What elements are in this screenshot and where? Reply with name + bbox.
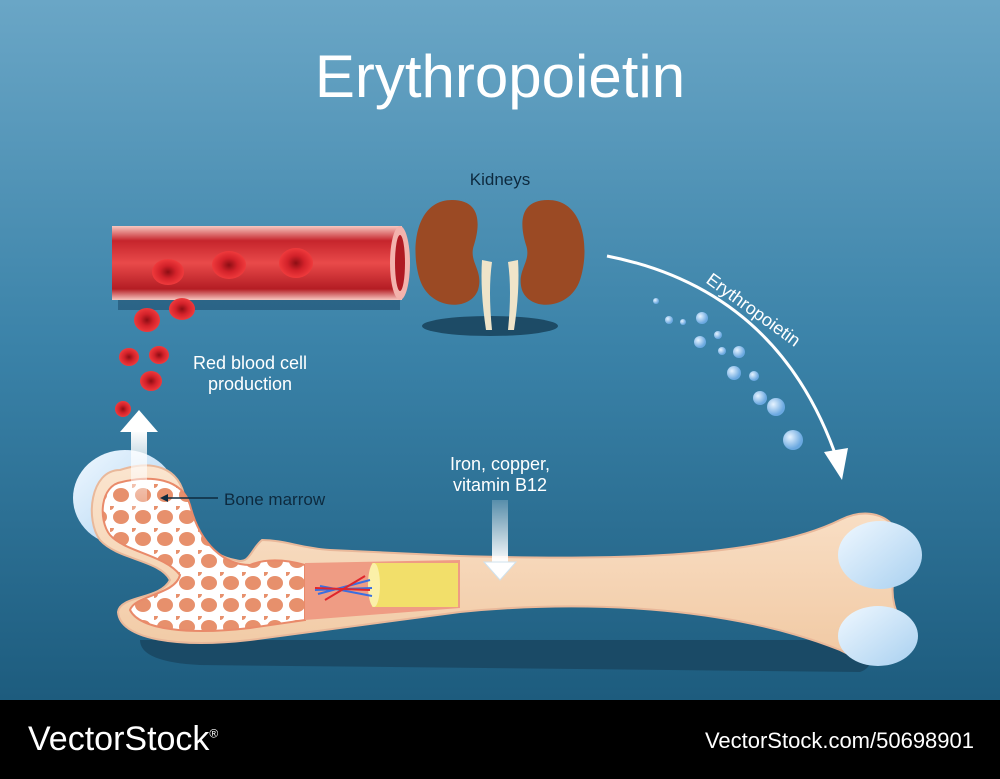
red-blood-cell bbox=[279, 248, 313, 278]
released-red-blood-cells bbox=[115, 298, 195, 417]
red-blood-cell bbox=[212, 251, 246, 279]
erythropoietin-molecules bbox=[653, 298, 803, 450]
page-title: Erythropoietin bbox=[314, 43, 686, 110]
image-id: VectorStock.com/50698901 bbox=[704, 728, 974, 753]
bone-marrow-pointer bbox=[160, 494, 218, 502]
bone-marrow-cavity bbox=[372, 563, 458, 607]
red-blood-cell-production-label: Red blood cell production bbox=[170, 353, 330, 394]
illustration: Erythropoietin bbox=[0, 0, 1000, 700]
bone-marrow-label: Bone marrow bbox=[224, 490, 326, 509]
rbc-label-line2: production bbox=[207, 373, 293, 394]
footer-bar: VectorStock® VectorStock.com/50698901 bbox=[0, 700, 1000, 779]
erythropoietin-arrow bbox=[606, 254, 848, 480]
red-blood-cell bbox=[152, 259, 184, 285]
iron-label-line2: vitamin B12 bbox=[452, 474, 548, 495]
diagram-canvas: Erythropoietin Erythropoietin Kidneys Re… bbox=[0, 0, 1000, 700]
kidneys-label: Kidneys bbox=[469, 170, 531, 189]
iron-label-line1: Iron, copper, bbox=[449, 454, 551, 474]
up-arrow-rbc bbox=[120, 410, 158, 510]
rbc-label-line1: Red blood cell bbox=[192, 353, 308, 373]
vectorstock-logo: VectorStock® bbox=[28, 720, 218, 759]
logo-text: VectorStock bbox=[28, 720, 210, 758]
down-arrow-nutrients bbox=[482, 500, 518, 581]
blood-vessel bbox=[112, 226, 410, 310]
logo-registered-mark: ® bbox=[209, 726, 219, 741]
nutrients-label: Iron, copper, vitamin B12 bbox=[420, 454, 580, 495]
kidneys bbox=[415, 200, 585, 336]
